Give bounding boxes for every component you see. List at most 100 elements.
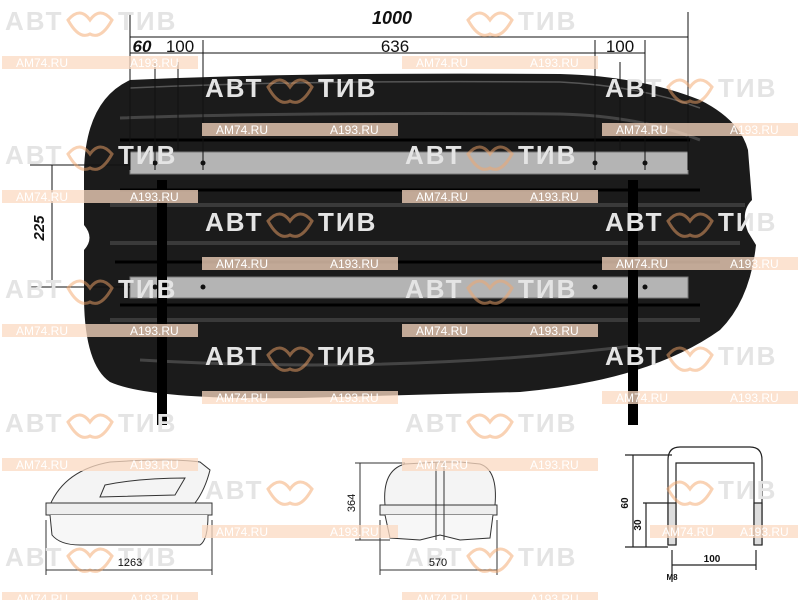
watermark-url: A193.RU	[130, 190, 179, 204]
watermark-logo-icon	[466, 279, 514, 305]
watermark-logo-icon	[666, 212, 714, 238]
watermark-url: A193.RU	[130, 56, 179, 70]
watermark-strip	[2, 190, 198, 203]
watermark-brand: ТИВ	[318, 207, 377, 237]
watermark-strip	[202, 257, 398, 270]
watermark-url: AM74.RU	[416, 458, 468, 472]
watermark-logo-icon	[66, 145, 114, 171]
dim-rail-spacing: 225	[31, 215, 48, 242]
u-bolt	[625, 446, 763, 582]
watermark-logo-icon	[266, 78, 314, 104]
watermark-strip	[202, 391, 398, 404]
watermark-url: AM74.RU	[216, 123, 268, 137]
watermark-brand: АВТ	[405, 542, 463, 572]
watermark-url: AM74.RU	[16, 324, 68, 338]
dim-side-length: 1263	[118, 557, 142, 569]
watermark-url: AM74.RU	[216, 391, 268, 405]
dim-clamp-zone-front: 100	[166, 37, 194, 56]
watermark-strip	[402, 190, 598, 203]
watermark-url: A193.RU	[530, 324, 579, 338]
watermark-url: A193.RU	[740, 525, 789, 539]
watermark-brand: АВТ	[605, 341, 663, 371]
roof-box-top-view	[84, 73, 756, 425]
watermark-logo-icon	[66, 279, 114, 305]
watermark-url: A193.RU	[730, 257, 779, 271]
dim-overall-length: 1000	[372, 8, 412, 28]
watermark-logo-icon	[666, 78, 714, 104]
dim-ubolt-height: 60	[620, 497, 631, 509]
watermark-brand: ТИВ	[118, 542, 177, 572]
watermark-layer: АВТ ТИВ AM74.RU A193.RU ТИВ AM74.RU A193.RU АВТ…	[2, 6, 798, 600]
watermark-strip	[2, 458, 198, 471]
watermark-brand: АВТ	[605, 73, 663, 103]
watermark-url: AM74.RU	[16, 56, 68, 70]
watermark-brand: ТИВ	[518, 542, 577, 572]
watermark-logo-icon	[66, 413, 114, 439]
watermark-brand: АВТ	[605, 207, 663, 237]
watermark-brand: АВТ	[5, 542, 63, 572]
watermark-strip	[602, 257, 798, 270]
watermark-brand: ТИВ	[718, 207, 777, 237]
watermark-brand: ТИВ	[718, 341, 777, 371]
watermark-url: AM74.RU	[416, 190, 468, 204]
dim-ubolt-width: 100	[704, 554, 721, 565]
watermark-logo-icon	[466, 11, 514, 37]
watermark-strip	[2, 592, 198, 600]
watermark-brand: АВТ	[205, 341, 263, 371]
roof-box-front-view	[355, 461, 498, 575]
dim-clamp-zone-rear: 100	[606, 37, 634, 56]
watermark-brand: АВТ	[405, 140, 463, 170]
watermark-url: AM74.RU	[216, 257, 268, 271]
watermark-brand: АВТ	[205, 475, 263, 505]
watermark-url: AM74.RU	[616, 257, 668, 271]
watermark-url: AM74.RU	[16, 458, 68, 472]
watermark-brand: АВТ	[5, 140, 63, 170]
watermark-url: A193.RU	[330, 391, 379, 405]
watermark-logo-icon	[266, 480, 314, 506]
watermark-url: A193.RU	[530, 592, 579, 600]
watermark-brand: ТИВ	[318, 341, 377, 371]
watermark-brand: ТИВ	[118, 140, 177, 170]
watermark-url: AM74.RU	[662, 525, 714, 539]
watermark-strip	[202, 123, 398, 136]
dim-ubolt-thread: M8	[666, 573, 678, 582]
dim-front-height: 364	[346, 494, 358, 512]
watermark-strip	[202, 525, 398, 538]
watermark-url: A193.RU	[530, 190, 579, 204]
watermark-url: AM74.RU	[216, 525, 268, 539]
watermark-brand: ТИВ	[518, 140, 577, 170]
watermark-logo-icon	[266, 346, 314, 372]
watermark-url: AM74.RU	[416, 56, 468, 70]
watermark-strip	[650, 525, 798, 538]
watermark-url: A193.RU	[530, 56, 579, 70]
watermark-url: A193.RU	[130, 592, 179, 600]
watermark-brand: ТИВ	[518, 6, 577, 36]
watermark-url: A193.RU	[330, 257, 379, 271]
watermark-brand: АВТ	[5, 6, 63, 36]
dim-offset-front: 60	[133, 37, 152, 56]
dim-ubolt-thread-length: 30	[633, 519, 644, 531]
watermark-url: AM74.RU	[416, 324, 468, 338]
watermark-url: AM74.RU	[616, 391, 668, 405]
watermark-brand: АВТ	[405, 274, 463, 304]
watermark-url: A193.RU	[330, 123, 379, 137]
watermark-logo-icon	[466, 145, 514, 171]
watermark-brand: ТИВ	[718, 73, 777, 103]
watermark-brand: АВТ	[5, 408, 63, 438]
watermark-brand: ТИВ	[118, 6, 177, 36]
watermark-brand: ТИВ	[718, 475, 777, 505]
watermark-brand: ТИВ	[118, 408, 177, 438]
watermark-strip	[2, 324, 198, 337]
watermark-url: A193.RU	[330, 525, 379, 539]
watermark-strip	[402, 592, 598, 600]
watermark-logo-icon	[266, 212, 314, 238]
watermark-strip	[602, 391, 798, 404]
watermark-logo-icon	[466, 547, 514, 573]
watermark-brand: ТИВ	[118, 274, 177, 304]
watermark-brand: АВТ	[5, 274, 63, 304]
watermark-brand: ТИВ	[518, 408, 577, 438]
watermark-logo-icon	[66, 11, 114, 37]
watermark-url: A193.RU	[530, 458, 579, 472]
